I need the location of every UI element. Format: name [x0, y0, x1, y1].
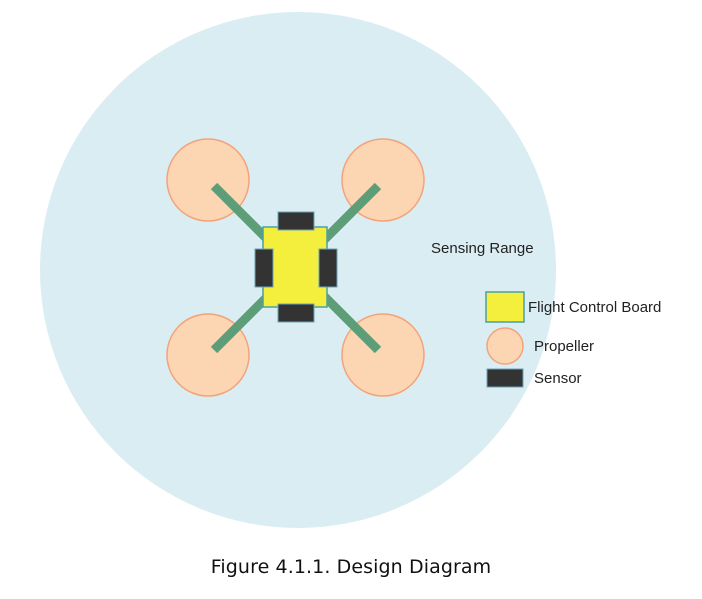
sensor-left: [254, 248, 274, 288]
figure-caption: Figure 4.1.1. Design Diagram: [210, 556, 492, 578]
sensor-bottom: [277, 303, 315, 323]
legend-propeller-swatch: [486, 327, 524, 365]
design-diagram: Sensing Range Flight Control Board Prope…: [40, 12, 661, 528]
legend-propeller-label: Propeller: [534, 338, 594, 355]
sensor-top: [277, 211, 315, 231]
legend: Flight Control Board Propeller Sensor: [485, 291, 661, 388]
sensing-range-label: Sensing Range: [431, 240, 534, 257]
sensor-right: [318, 248, 338, 288]
legend-sensor-label: Sensor: [534, 370, 582, 387]
legend-sensor-swatch: [486, 368, 524, 388]
legend-flight-board-swatch: [485, 291, 525, 323]
legend-flight-board-label: Flight Control Board: [528, 299, 661, 316]
